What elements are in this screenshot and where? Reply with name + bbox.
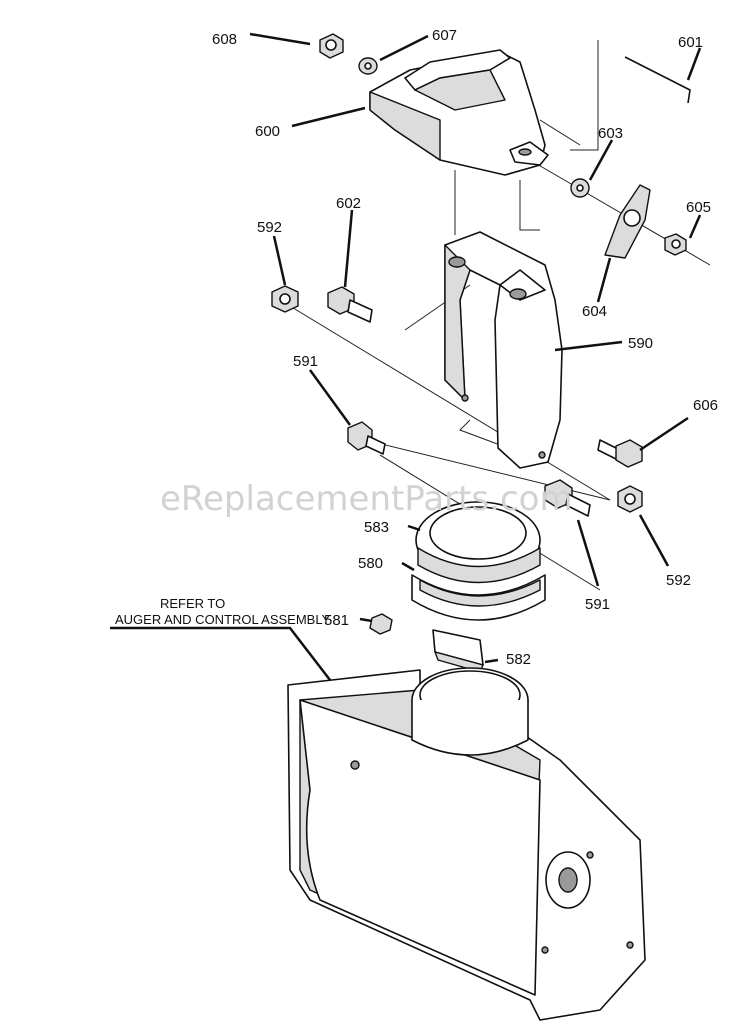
pin-601 xyxy=(624,56,691,104)
label-580: 580 xyxy=(358,555,383,572)
part-labels: 608 607 601 600 603 605 592 602 604 590 … xyxy=(212,27,718,668)
label-607: 607 xyxy=(432,27,457,44)
chute-deflector-600 xyxy=(369,49,549,176)
leader-lines xyxy=(110,32,702,681)
label-601: 601 xyxy=(678,34,703,51)
nut-592-upper xyxy=(271,285,299,313)
bolt-606 xyxy=(597,439,643,468)
label-605: 605 xyxy=(686,199,711,216)
label-591-left: 591 xyxy=(293,353,318,370)
clip-582 xyxy=(432,629,484,673)
nut-605 xyxy=(664,233,687,256)
watermark-text: eReplacementParts.com xyxy=(160,479,573,519)
label-608: 608 xyxy=(212,31,237,48)
label-592-lower: 592 xyxy=(666,572,691,589)
bolt-602 xyxy=(327,286,373,323)
label-590: 590 xyxy=(628,335,653,352)
label-604: 604 xyxy=(582,303,607,320)
gear-ring-580 xyxy=(411,574,546,621)
bolt-591-right xyxy=(544,479,591,517)
screw-581 xyxy=(369,613,393,635)
label-581: 581 xyxy=(324,612,349,629)
label-592-upper: 592 xyxy=(257,219,282,236)
label-603: 603 xyxy=(598,125,623,142)
label-582: 582 xyxy=(506,651,531,668)
note-line-2: AUGER AND CONTROL ASSEMBLY xyxy=(115,612,331,627)
knob-604 xyxy=(604,184,651,259)
note-line-1: REFER TO xyxy=(160,596,225,611)
nut-608 xyxy=(319,33,344,59)
label-583: 583 xyxy=(364,519,389,536)
label-600: 600 xyxy=(255,123,280,140)
label-602: 602 xyxy=(336,195,361,212)
auger-housing xyxy=(287,667,646,1021)
chute-bracket-590 xyxy=(444,231,563,469)
reference-note: REFER TO AUGER AND CONTROL ASSEMBLY xyxy=(115,596,331,627)
washer-607 xyxy=(358,57,378,75)
washer-603 xyxy=(570,178,590,198)
ring-583 xyxy=(415,501,541,584)
label-606: 606 xyxy=(693,397,718,414)
nut-592-lower xyxy=(617,485,643,513)
bolt-591-left xyxy=(347,421,386,455)
label-591-right: 591 xyxy=(585,596,610,613)
